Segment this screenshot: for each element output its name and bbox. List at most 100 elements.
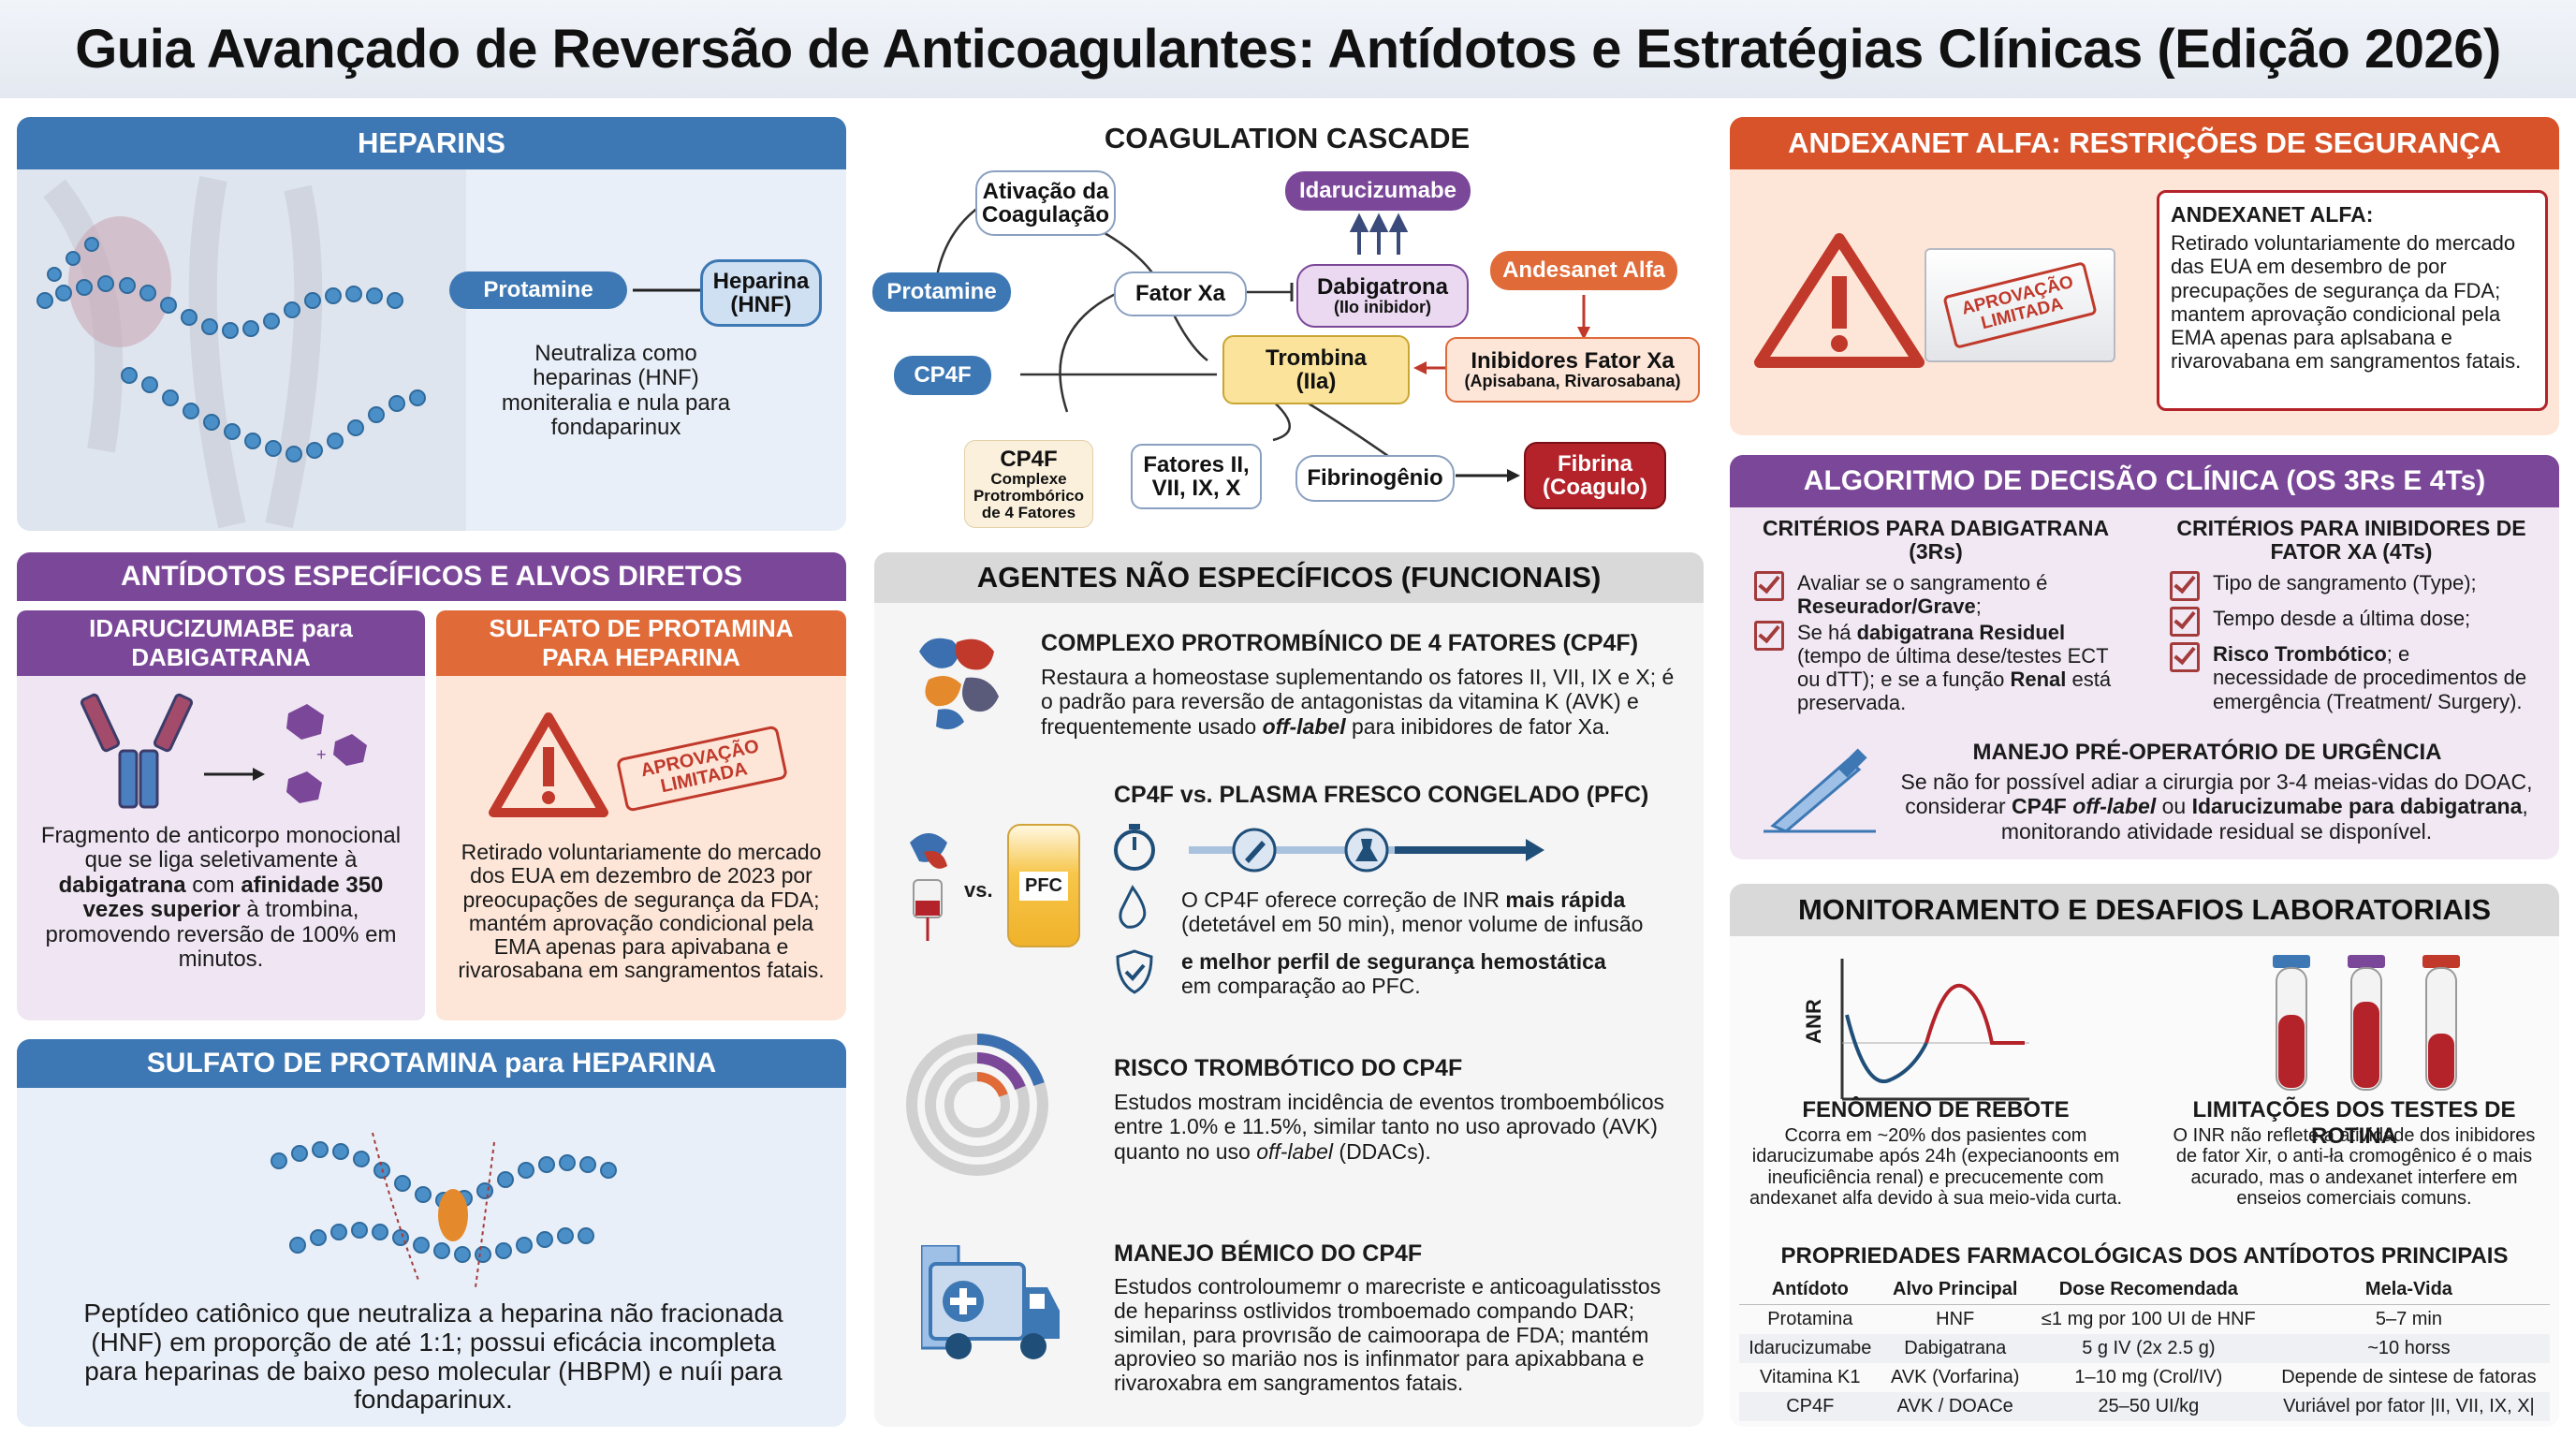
props-table: Antídoto Alvo Principal Dose Recomendada… [1739, 1275, 2550, 1421]
andexanet-warning-icon [1754, 233, 1925, 368]
preop-text-3: , monitorando atividade residual se disp… [2000, 794, 2528, 844]
left-item-2-pre: Se há [1797, 620, 1857, 644]
andexanet-stamp: APROVAÇÃO LIMITADA [1942, 260, 2098, 350]
svg-text:+: + [316, 745, 327, 764]
right-item-1-text: Tipo de sangramento (Type); [2213, 571, 2477, 594]
right-criteria-list: Tipo de sangramento (Type); Tempo desde … [2170, 571, 2544, 713]
table-cell: AVK (Vorfarina) [1890, 1367, 2020, 1387]
protamine-pill: Protamine [449, 271, 627, 309]
andexanet-info-box: ANDEXANET ALFA: Retirado voluntariamente… [2157, 190, 2548, 411]
ida-header: IDARUCIZUMABE para DABIGATRANA [17, 610, 425, 676]
left-criteria-title: CRITÉRIOS PARA DABIGATRANA (3Rs) [1762, 516, 2110, 565]
table-cell: ~10 horss [2267, 1334, 2550, 1363]
props-title: PROPRIEDADES FARMACOLÓGICAS DOS ANTÍDOTO… [1780, 1243, 2509, 1269]
s1-text: Restaura a homeostase suplementando os f… [1041, 665, 1687, 739]
cp4f-box: CP4F Complexe Protrombórico de 4 Fatores [964, 440, 1093, 528]
preop-italic: off-label [2072, 794, 2157, 819]
s2-title: CP4F vs. PLASMA FRESCO CONGELADO (PFC) [1114, 782, 1649, 808]
table-cell: Idarucizumabe [1739, 1334, 1881, 1363]
title-bar: Guia Avançado de Reversão de Anticoagula… [0, 0, 2576, 98]
left-item-2: Se há dabigatrana Residuel (tempo de últ… [1754, 620, 2129, 715]
algoritmo-panel: ALGORITMO DE DECISÃO CLÍNICA (OS 3Rs E 4… [1730, 455, 2559, 859]
ida-text-bold1: dabigatrana [58, 872, 186, 898]
left-item-2-bold: dabigatrana Residuel [1856, 620, 2066, 644]
ambulance-icon [921, 1245, 1060, 1359]
warning-icon [489, 712, 608, 817]
fator-xa-box: Fator Xa [1114, 271, 1247, 316]
droplet-icon [1119, 885, 1147, 929]
scalpel-icon [1764, 748, 1876, 833]
preop-bold-1: CP4F [2012, 794, 2073, 819]
specific-header: ANTÍDOTOS ESPECÍFICOS E ALVOS DIRETOS [17, 552, 846, 601]
sulfato-panel: SULFATO DE PROTAMINA para HEPARINA Peptí… [17, 1039, 846, 1427]
table-cell: 1–10 mg (Crol/IV) [2074, 1367, 2223, 1387]
table-cell: HNF [1936, 1309, 1975, 1329]
checkbox-icon [1754, 620, 1784, 651]
heparina-label: Heparina [712, 268, 810, 294]
trombina-sub: (IIa) [1295, 369, 1337, 394]
prot-header: SULFATO DE PROTAMINA PARA HEPARINA [436, 610, 846, 676]
table-cell: CP4F [1739, 1392, 1881, 1421]
fibrina-box: Fibrina (Coagulo) [1524, 442, 1666, 509]
props-header-row: Antídoto Alvo Principal Dose Recomendada… [1739, 1275, 2550, 1305]
dabigatrona-label: Dabigatrona [1316, 273, 1448, 300]
vs-label: vs. [964, 878, 993, 902]
dabigatrona-box: Dabigatrona (IIo inibidor) [1296, 264, 1469, 328]
protamina-card: SULFATO DE PROTAMINA PARA HEPARINA APROV… [436, 610, 846, 1020]
left-item-3-bold: Renal [2010, 668, 2067, 692]
checkbox-icon [2170, 571, 2200, 601]
andexanet-panel: ANDEXANET ALFA: RESTRIÇÕES DE SEGURANÇA … [1730, 117, 2559, 435]
lim-text: O INR não reflete a atividade dos inibid… [2173, 1125, 2536, 1210]
table-cell: Protamina [1767, 1309, 1853, 1329]
props-col-header: Dose Recomendada [2028, 1275, 2268, 1305]
ida-text: Fragmento de anticorpo monocional que se… [36, 823, 406, 972]
s3-text-2: (DDACs). [1333, 1138, 1431, 1164]
props-table-wrap: Antídoto Alvo Principal Dose Recomendada… [1739, 1275, 2550, 1421]
preop-title: MANEJO PRÉ-OPERATÓRIO DE URGÊNCIA [1972, 740, 2442, 765]
specific-antidotes-panel: ANTÍDOTOS ESPECÍFICOS E ALVOS DIRETOS ID… [17, 552, 846, 1020]
s2-b1-bold: mais rápida [1505, 888, 1626, 912]
checkbox-icon [2170, 642, 2200, 672]
checkbox-icon [2170, 607, 2200, 637]
left-item-3-post: está preservada. [1797, 668, 2112, 715]
trombina-box: Trombina (IIa) [1222, 335, 1410, 404]
approval-stamp-text: APROVAÇÃO LIMITADA [638, 736, 761, 798]
heparins-desc: Neutraliza como heparinas (HNF) monitera… [501, 341, 731, 441]
rebound-graph [1840, 959, 2029, 1101]
ativacao-box: Ativação da Coagulação [975, 170, 1116, 236]
blood-bag-icon [910, 833, 947, 941]
trombina-label: Trombina [1265, 345, 1367, 371]
right-item-4-text: necessidade de procedimentos de emergênc… [2213, 666, 2527, 713]
monitor-header: MONITORAMENTO E DESAFIOS LABORATORIAIS [1730, 884, 2559, 936]
table-cell: 5 g IV (2x 2.5 g) [2028, 1334, 2268, 1363]
medicine-box: APROVAÇÃO LIMITADA [1925, 248, 2115, 362]
s2-b2-2: em comparação ao PFC. [1181, 974, 1421, 999]
props-col-header: Mela-Vida [2267, 1275, 2550, 1305]
checkbox-icon [1754, 571, 1784, 601]
left-item-1: Avaliar se o sangramento é Reseurador/Gr… [1754, 571, 2129, 619]
andexanet-stamp-text: APROVAÇÃO LIMITADA [1959, 271, 2076, 334]
s2-b1-1: O CP4F oferece correção de INR [1181, 888, 1506, 912]
idarucizumabe-card: IDARUCIZUMABE para DABIGATRANA + Fragmen… [17, 610, 425, 1020]
s4-text: Estudos controloumemr o marecriste e ant… [1114, 1274, 1661, 1395]
pfc-label: PFC [1019, 871, 1068, 901]
inibidores-box: Inibidores Fator Xa (Apisabana, Rivarosa… [1445, 337, 1700, 403]
cascade-title: COAGULATION CASCADE [1104, 122, 1471, 154]
s1-text-italic: off-label [1262, 713, 1346, 739]
cascade-protamine-pill: Protamine [872, 272, 1011, 312]
heparin-protamine-complex-icon [271, 1132, 617, 1288]
s4-title: MANEJO BÉMICO DO CP4F [1114, 1240, 1423, 1267]
ida-text-3: à trombina, promovendo reversão de 100% … [45, 897, 397, 972]
s1-text-1: Restaura a homeostase suplementando os f… [1041, 665, 1675, 739]
table-cell: Depende de sintese de fatoras [2281, 1367, 2537, 1387]
cp4f-box-sub: Complexe Protrombórico de 4 Fatores [973, 469, 1085, 521]
monitor-panel: MONITORAMENTO E DESAFIOS LABORATORIAIS A… [1730, 884, 2559, 1427]
table-cell: Vitamina K1 [1760, 1367, 1861, 1387]
inibidores-sub: (Apisabana, Rivarosabana) [1464, 372, 1681, 391]
fibrina-sub: (Coagulo) [1543, 475, 1647, 500]
table-cell: 25–50 UI/kg [2028, 1392, 2268, 1421]
props-col-header: Antídoto [1739, 1275, 1881, 1305]
